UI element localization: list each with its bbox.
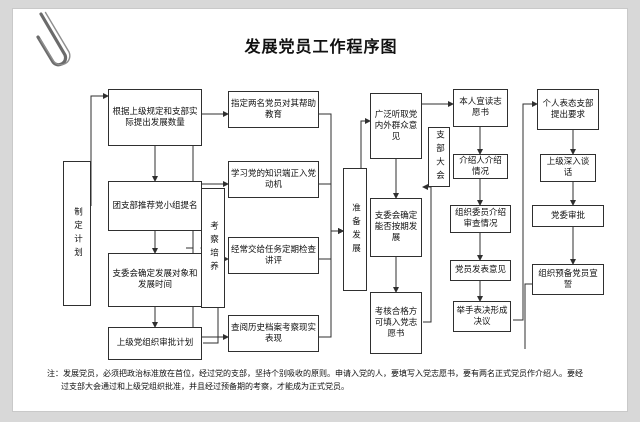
footer-note-line2: 过支部大会通过和上级党组织批准，并且经过预备期的考察，才能成为正式党员。 xyxy=(61,382,349,391)
node-read-application[interactable]: 本人宣读志愿书 xyxy=(453,89,508,127)
node-show-of-hands-vote[interactable]: 举手表决形成决议 xyxy=(453,301,511,332)
node-inspect-cultivate[interactable]: 考察培养 xyxy=(201,188,225,308)
node-fill-application[interactable]: 考核合格方可填入党志愿书 xyxy=(370,292,422,354)
node-party-committee-approval[interactable]: 党委审批 xyxy=(532,205,604,227)
node-introducer-statement[interactable]: 介绍人介绍情况 xyxy=(453,154,508,179)
node-propose-quota[interactable]: 根据上级规定和支部实际提出发展数量 xyxy=(108,89,202,146)
node-probationary-oath[interactable]: 组织预备党员宣誓 xyxy=(532,264,604,295)
node-decide-on-schedule[interactable]: 支委会确定能否按期发展 xyxy=(370,198,422,257)
document-card: 发展党员工作程序图 xyxy=(12,8,628,412)
node-personal-statement[interactable]: 个人表态支部提出要求 xyxy=(537,89,599,130)
node-superior-talk[interactable]: 上级深入谈话 xyxy=(540,154,596,182)
node-study-party-knowledge[interactable]: 学习党的知识端正入党动机 xyxy=(228,161,319,198)
node-league-recommend[interactable]: 团支部推荐党小组提名 xyxy=(108,181,202,231)
node-review-archives[interactable]: 查阅历史档案考察现实表现 xyxy=(228,315,319,352)
node-superior-approve-plan[interactable]: 上级党组织审批计划 xyxy=(108,327,202,360)
footer-note-line1: 注：发展党员，必须把政治标准放在首位，经过党的支部，坚持个别吸收的原则。申请入党… xyxy=(47,369,583,378)
node-branch-assembly[interactable]: 支部大会 xyxy=(428,127,450,187)
node-assign-tasks-review[interactable]: 经常交给任务定期检查讲评 xyxy=(228,237,319,274)
node-prepare-development[interactable]: 准备发展 xyxy=(343,168,367,291)
page-title: 发展党员工作程序图 xyxy=(244,37,398,56)
node-make-plan[interactable]: 制定计划 xyxy=(63,161,91,306)
footer-note: 注：发展党员，必须把政治标准放在首位，经过党的支部，坚持个别吸收的原则。申请入党… xyxy=(47,367,615,393)
node-organizing-committee-review[interactable]: 组织委员介绍审查情况 xyxy=(450,205,511,233)
node-listen-opinions[interactable]: 广泛听取党内外群众意见 xyxy=(370,93,422,159)
paperclip-icon xyxy=(36,11,71,67)
node-branch-committee-target[interactable]: 支委会确定发展对象和发展时间 xyxy=(108,253,202,307)
node-members-opinions[interactable]: 党员发表意见 xyxy=(450,260,511,281)
node-assign-two-members[interactable]: 指定两名党员对其帮助教育 xyxy=(228,91,319,128)
